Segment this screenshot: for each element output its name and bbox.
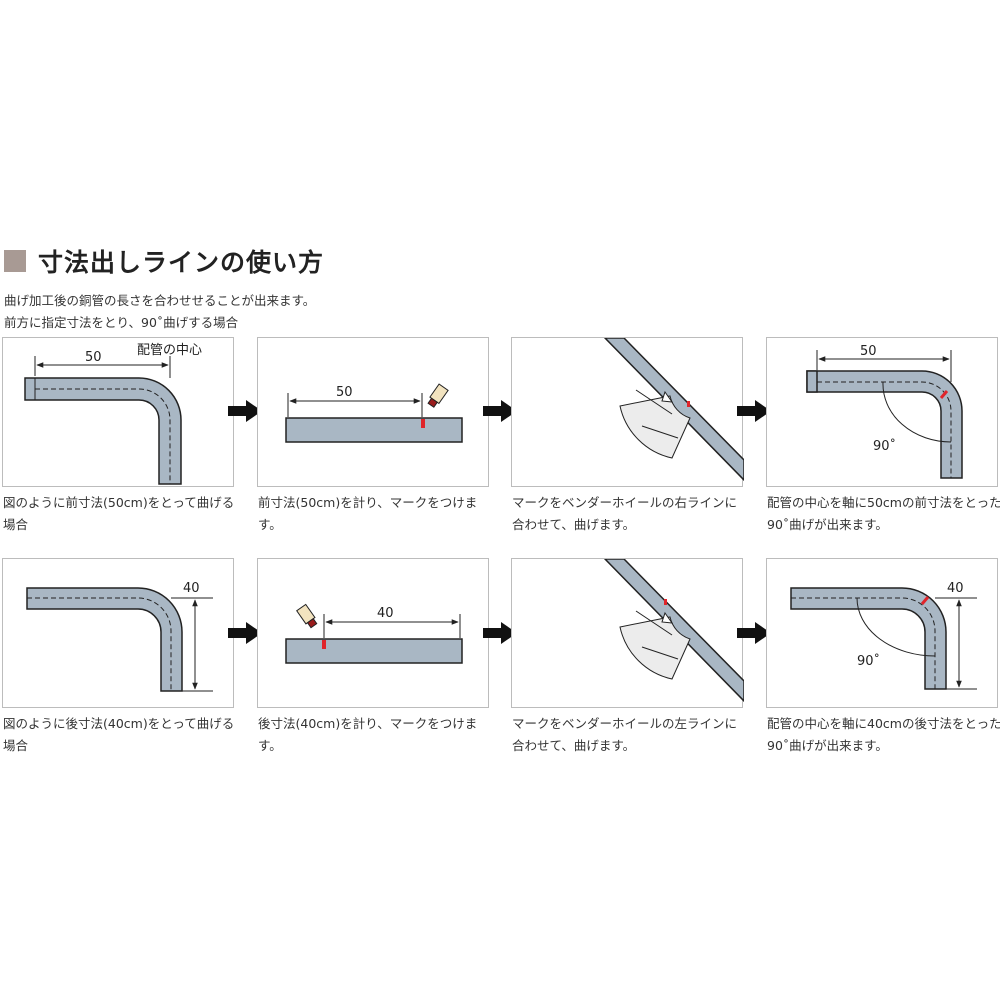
intro-text-2: 前方に指定寸法をとり、90˚曲げする場合 (4, 315, 239, 330)
panel-front-bend-setup: 50 配管の中心 (2, 337, 234, 487)
intro-text-1: 曲げ加工後の銅管の長さを合わせせることが出来ます。 (4, 293, 316, 308)
mark-line (322, 640, 326, 649)
next-arrow-icon (737, 622, 771, 644)
step-caption: 図のように前寸法(50cm)をとって曲げる場合 (3, 495, 235, 532)
dim-label: 50 (85, 350, 102, 365)
mark-line (664, 599, 667, 605)
dim-label: 40 (377, 606, 394, 621)
bender-wheel-icon (619, 389, 691, 459)
step-caption: 配管の中心を軸に40cmの後寸法をとった90˚曲げが出来ます。 (767, 716, 1000, 753)
marker-pen-icon (427, 383, 449, 408)
bender-wheel-icon (619, 610, 691, 680)
panel-rear-bend-setup: 40 (2, 558, 234, 708)
pipe-center-label: 配管の中心 (137, 343, 202, 358)
step-caption: 図のように後寸法(40cm)をとって曲げる場合 (3, 716, 235, 753)
next-arrow-icon (737, 400, 771, 422)
angle-label: 90˚ (873, 438, 896, 454)
mark-line (687, 401, 690, 407)
page-title: 寸法出しラインの使い方 (38, 248, 325, 277)
marker-pen-icon (296, 603, 318, 629)
next-arrow-icon (228, 400, 262, 422)
mark-line (920, 596, 930, 605)
next-arrow-icon (483, 400, 517, 422)
dim-label: 50 (336, 385, 353, 400)
step-caption: マークをベンダーホイールの左ラインに合わせて、曲げます。 (512, 716, 738, 753)
dim-label: 40 (183, 581, 200, 596)
panel-rear-bender-wheel (511, 558, 744, 708)
dim-label: 50 (860, 344, 877, 359)
panel-front-bender-wheel (511, 337, 744, 487)
next-arrow-icon (483, 622, 517, 644)
step-caption: マークをベンダーホイールの右ラインに合わせて、曲げます。 (512, 495, 738, 532)
mark-line (421, 419, 425, 428)
panel-front-bend-result: 50 90˚ (766, 337, 998, 487)
step-caption: 後寸法(40cm)を計り、マークをつけます。 (258, 716, 478, 753)
angle-arc (856, 597, 936, 657)
mark-line (939, 390, 949, 399)
panel-rear-bend-result: 40 90˚ (766, 558, 998, 708)
panel-front-measure-mark: 50 (257, 337, 489, 487)
step-caption: 配管の中心を軸に50cmの前寸法をとった90˚曲げが出来ます。 (767, 495, 1000, 532)
angle-arc (882, 381, 952, 443)
step-caption: 前寸法(50cm)を計り、マークをつけます。 (258, 495, 478, 532)
next-arrow-icon (228, 622, 262, 644)
panel-rear-measure-mark: 40 (257, 558, 489, 708)
dim-label: 40 (947, 581, 964, 596)
title-square-icon (4, 250, 26, 272)
angle-label: 90˚ (857, 653, 880, 669)
